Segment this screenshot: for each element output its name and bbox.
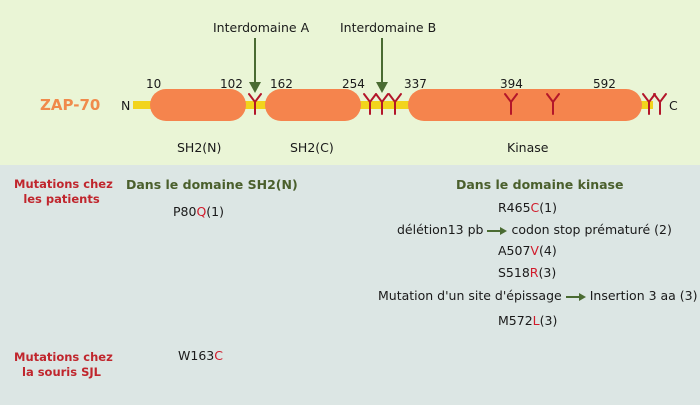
tyrosine-4 xyxy=(388,93,402,115)
arrow-right-icon xyxy=(487,226,508,235)
interdomain-b-label: Interdomaine B xyxy=(340,20,437,35)
arrow-right-icon xyxy=(565,292,586,301)
sh2n-domain xyxy=(150,89,246,121)
tyrosine-2 xyxy=(363,93,377,115)
sh2n-header: Dans le domaine SH2(N) xyxy=(126,177,298,192)
position-162: 162 xyxy=(270,77,293,91)
kinase-domain xyxy=(408,89,642,121)
tyrosine-3 xyxy=(375,93,389,115)
domain-label-sh2n: SH2(N) xyxy=(177,140,222,155)
mutation-a507v: A507V(4) xyxy=(498,243,557,258)
kinase-header: Dans le domaine kinase xyxy=(456,177,624,192)
position-337: 337 xyxy=(404,77,427,91)
mutation-p80q: P80Q(1) xyxy=(173,204,225,219)
n-terminus-label: N xyxy=(121,98,131,113)
interdomain-a-arrow xyxy=(249,38,261,93)
tyrosine-7 xyxy=(642,93,656,115)
position-394: 394 xyxy=(500,77,523,91)
tyrosine-5 xyxy=(504,93,518,115)
linker-backbone xyxy=(133,101,653,109)
patients-label: Mutations chez les patients xyxy=(14,177,113,206)
position-592: 592 xyxy=(593,77,616,91)
mutation-s518r: S518R(3) xyxy=(498,265,557,280)
interdomain-a-label: Interdomaine A xyxy=(213,20,310,35)
domain-label-kinase: Kinase xyxy=(507,140,549,155)
position-254: 254 xyxy=(342,77,365,91)
domain-label-sh2c: SH2(C) xyxy=(290,140,334,155)
sh2c-domain xyxy=(265,89,361,121)
c-terminus-label: C xyxy=(669,98,678,113)
position-102: 102 xyxy=(220,77,243,91)
mutation-r465c: R465C(1) xyxy=(498,200,557,215)
protein-diagram-panel xyxy=(0,0,700,165)
interdomain-b-arrow xyxy=(376,38,388,93)
mutations-panel xyxy=(0,165,700,405)
protein-title: ZAP-70 xyxy=(40,96,101,114)
mutation-w163c: W163C xyxy=(178,348,223,363)
position-10: 10 xyxy=(146,77,162,91)
tyrosine-1 xyxy=(248,93,262,115)
mouse-label: Mutations chez la souris SJL xyxy=(14,350,113,379)
mutation-m572l: M572L(3) xyxy=(498,313,558,328)
tyrosine-6 xyxy=(546,93,560,115)
tyrosine-8 xyxy=(653,93,667,115)
